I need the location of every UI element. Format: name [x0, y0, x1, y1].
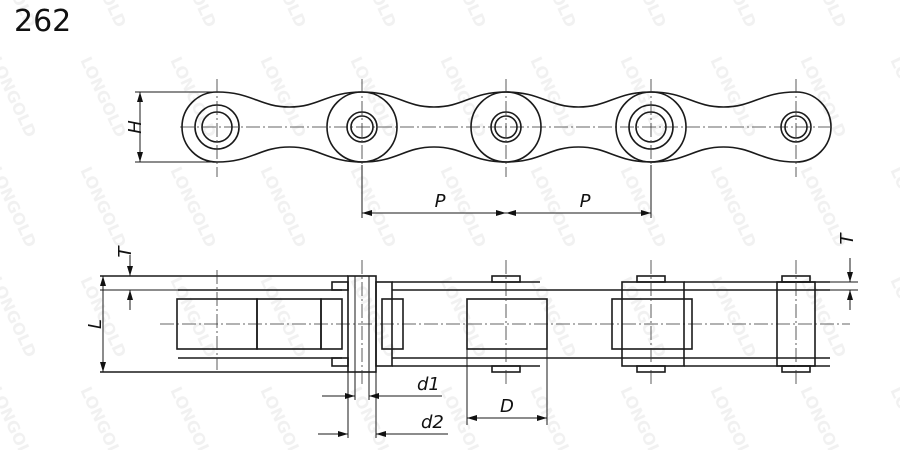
watermark-text: LONGOLD	[526, 384, 580, 450]
watermark-text: LONGOLD	[256, 384, 310, 450]
watermark-text: LONGOLD	[0, 384, 40, 450]
link-plate-outline	[650, 91, 797, 163]
chain-top-view: T L T d1 d2 D	[85, 232, 858, 438]
watermark-text: LONGOLD	[796, 384, 850, 450]
chain-number-title: 262	[14, 4, 72, 39]
watermark-text: LONGOLD	[886, 274, 900, 361]
dimension-d-label: D	[500, 396, 514, 417]
watermark-text: LONGOLD	[706, 384, 760, 450]
watermark-text: LONGOLD	[256, 164, 310, 251]
dimension-l-label: L	[85, 319, 106, 329]
dimension-t-label: T	[115, 245, 136, 258]
watermark-text: LONGOLD	[886, 384, 900, 450]
watermark-text: LONGOLD	[796, 274, 850, 361]
watermark-text: LONGOLD	[0, 54, 40, 141]
dimension-p-label: P	[435, 191, 446, 212]
chain-side-view: H P P	[125, 79, 832, 218]
link-plate-outline	[361, 91, 507, 163]
link-plate-end	[795, 91, 832, 163]
watermark-text: LONGOLD	[256, 0, 310, 30]
watermark-text: LONGOLD	[526, 0, 580, 30]
watermark-text: LONGOLD	[796, 0, 850, 30]
watermark-text: LONGOLD	[0, 274, 40, 361]
watermark-text: LONGOLD	[706, 274, 760, 361]
watermark-text: LONGOLD	[166, 164, 220, 251]
link-plate-outline	[216, 91, 363, 163]
watermark-text: LONGOLD	[616, 0, 670, 30]
dimension-h-label: H	[125, 120, 146, 134]
pin-circle	[350, 115, 374, 139]
watermark-text: LONGOLD	[886, 54, 900, 141]
watermark-text: LONGOLD	[76, 384, 130, 450]
watermark-text: LONGOLD	[166, 274, 220, 361]
pin-circle	[784, 115, 808, 139]
watermark-text: LONGOLD	[706, 164, 760, 251]
pin-circle	[494, 115, 518, 139]
watermark-text: LONGOLD	[346, 164, 400, 251]
watermark-text: LONGOLD	[256, 274, 310, 361]
watermark-text: LONGOLD	[436, 384, 490, 450]
watermark-text: LONGOLD	[616, 164, 670, 251]
link-plate-end	[181, 91, 218, 163]
watermark-text: LONGOLD	[166, 384, 220, 450]
watermark-text: LONGOLD	[76, 0, 130, 30]
dimension-d2-label: d2	[421, 412, 444, 433]
watermark-text: LONGOLD	[436, 274, 490, 361]
watermark-text: LONGOLD	[166, 0, 220, 30]
watermark-text: LONGOLD	[76, 164, 130, 251]
watermark-text: LONGOLD	[0, 164, 40, 251]
watermark-text: LONGOLD	[346, 384, 400, 450]
watermark-text: LONGOLD	[0, 0, 40, 30]
watermark-text: LONGOLD	[346, 0, 400, 30]
dimension-d1-label: d1	[417, 374, 440, 395]
watermark-text: LONGOLD	[436, 0, 490, 30]
watermark-text: LONGOLD	[526, 274, 580, 361]
watermark-text: LONGOLD	[76, 54, 130, 141]
watermark-text: LONGOLD	[886, 0, 900, 30]
watermark-text: LONGOLD	[706, 0, 760, 30]
watermark-text: LONGOLD	[616, 274, 670, 361]
link-plate-outline	[505, 91, 652, 163]
watermark-text: LONGOLD	[886, 164, 900, 251]
dimension-p-label: P	[580, 191, 591, 212]
dimension-t-label: T	[837, 232, 858, 245]
watermark-text: LONGOLD	[526, 164, 580, 251]
watermark-text: LONGOLD	[616, 384, 670, 450]
